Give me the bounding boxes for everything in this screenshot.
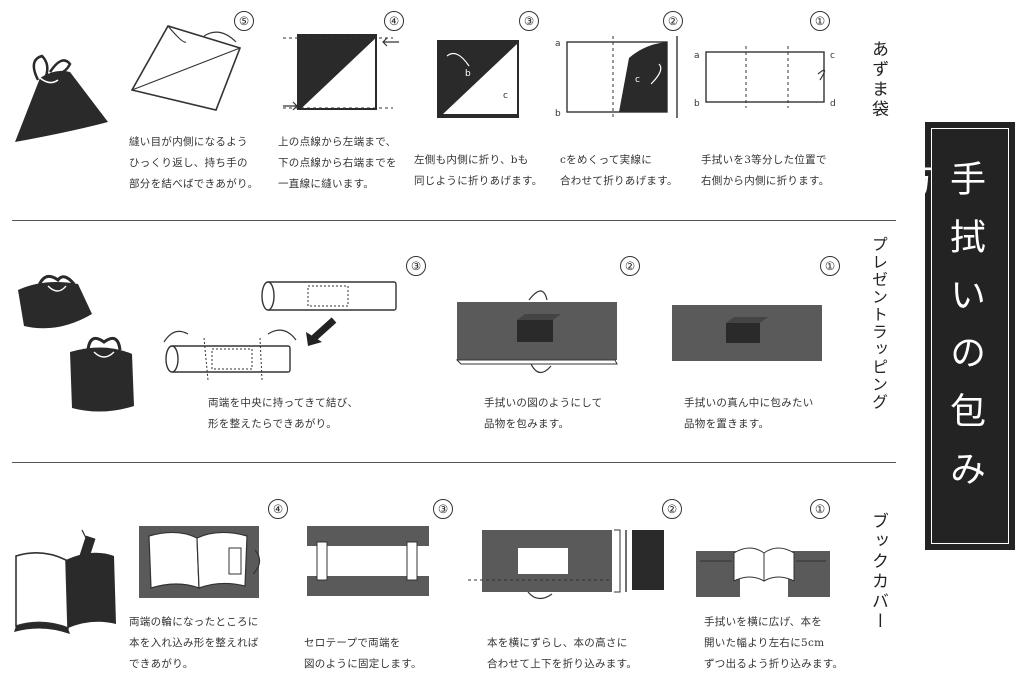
step-number: ② bbox=[620, 256, 640, 276]
present-step1-illustration bbox=[672, 305, 822, 361]
fold-label: d bbox=[830, 99, 836, 109]
step-caption: 両端の輪になったところに 本を入れ込み形を整えれば できあがり。 bbox=[129, 616, 259, 670]
fold-label: c bbox=[635, 75, 640, 85]
step-caption: 両端を中央に持ってきて結び、 形を整えたらできあがり。 bbox=[208, 397, 359, 430]
step-number: ③ bbox=[406, 256, 426, 276]
fold-label: a bbox=[555, 39, 561, 49]
azuma-step1-illustration: a b c d bbox=[694, 46, 836, 109]
step-number: ① bbox=[820, 256, 840, 276]
book-cover-illustration bbox=[14, 529, 116, 634]
step-number: ④ bbox=[268, 499, 288, 519]
step-caption: セロテープで両端を 図のように固定します。 bbox=[304, 637, 422, 670]
section-heading-azuma: あずま袋 bbox=[868, 40, 888, 120]
azuma-step4-illustration bbox=[283, 34, 399, 111]
step-caption: 手拭いを3等分した位置で 右側から内側に折ります。 bbox=[701, 154, 830, 187]
section-divider bbox=[12, 220, 896, 221]
step-caption: 手拭いを横に広げ、本を 開いた幅より左右に5cm ずつ出るよう折り込みます。 bbox=[704, 616, 844, 670]
step-caption: 上の点線から左端まで、 下の点線から右端までを 一直線に縫います。 bbox=[278, 136, 397, 190]
azuma-step3-illustration: b c bbox=[437, 40, 519, 118]
fold-label: b bbox=[694, 99, 700, 109]
fold-label: b bbox=[555, 109, 561, 119]
fold-label: b bbox=[465, 69, 471, 79]
azuma-bag-illustration bbox=[15, 54, 108, 142]
step-number: ③ bbox=[519, 11, 539, 31]
section-heading-book: ブックカバー bbox=[868, 512, 888, 632]
step-caption: cをめくって実線に 合わせて折りあげます。 bbox=[560, 154, 678, 187]
margin-label: 5cm bbox=[798, 542, 817, 552]
step-caption: 左側も内側に折り、bも 同じように折りあげます。 bbox=[414, 154, 543, 187]
book-step3-illustration bbox=[307, 526, 429, 596]
azuma-step5-illustration bbox=[130, 25, 242, 111]
present-wrapped-illustration bbox=[18, 274, 134, 412]
title-box: 手拭いの包み方 bbox=[892, 122, 1015, 550]
page-title: 手拭いの包み方 bbox=[892, 160, 985, 508]
step-number: ③ bbox=[433, 499, 453, 519]
section-divider bbox=[12, 462, 896, 463]
step-number: ② bbox=[663, 11, 683, 31]
step-number: ④ bbox=[384, 11, 404, 31]
title-frame bbox=[931, 128, 1009, 544]
step-caption: 縫い目が内側になるよう ひっくり返し、持ち手の 部分を結べばできあがり。 bbox=[129, 136, 259, 190]
present-step2-illustration bbox=[455, 290, 618, 374]
step-number: ① bbox=[810, 11, 830, 31]
book-step4-illustration bbox=[139, 526, 261, 598]
fold-label: c bbox=[830, 51, 835, 61]
fold-label: c bbox=[503, 91, 508, 101]
present-step3-illustration bbox=[163, 281, 397, 381]
step-caption: 本を横にずらし、本の高さに 合わせて上下を折り込みます。 bbox=[487, 637, 638, 670]
step-number: ① bbox=[810, 499, 830, 519]
section-heading-present: プレゼントラッピング bbox=[869, 236, 888, 411]
azuma-step2-illustration: a b c bbox=[555, 36, 678, 119]
fold-label: a bbox=[694, 51, 700, 61]
book-step2-illustration bbox=[468, 529, 664, 600]
step-caption: 手拭いの真ん中に包みたい 品物を置きます。 bbox=[684, 397, 814, 430]
margin-label: 5cm bbox=[702, 542, 721, 552]
step-number: ② bbox=[662, 499, 682, 519]
step-caption: 手拭いの図のようにして 品物を包みます。 bbox=[484, 397, 603, 430]
book-step1-illustration: 5cm 5cm bbox=[696, 525, 830, 597]
step-number: ⑤ bbox=[234, 11, 254, 31]
